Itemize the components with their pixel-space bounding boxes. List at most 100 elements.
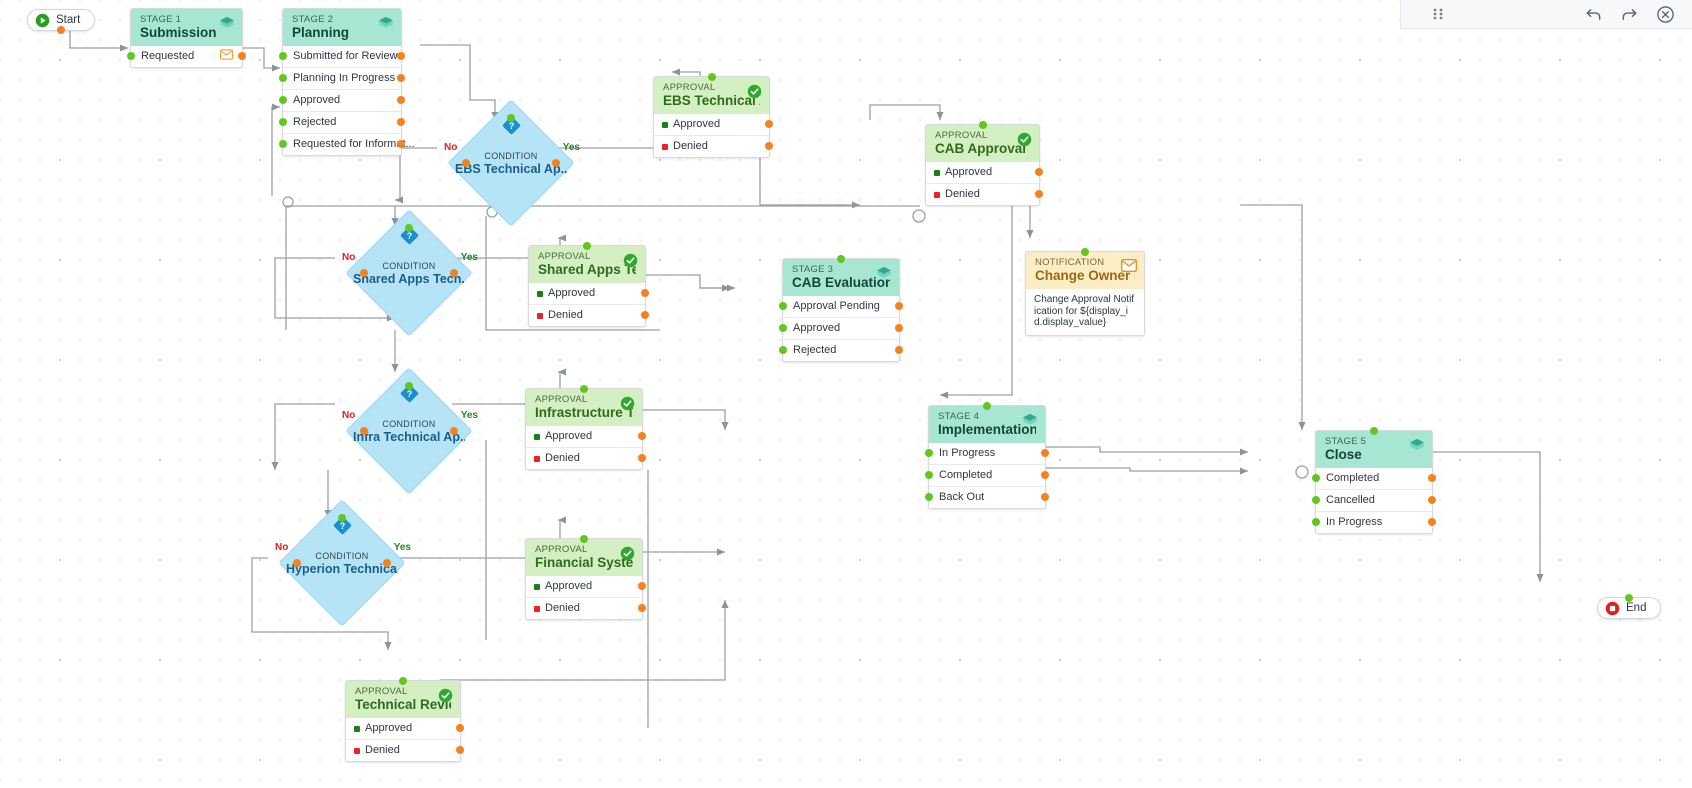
in-port[interactable] [1370,427,1378,435]
row-requested-for-information[interactable]: Requested for Informat... [279,133,415,155]
undo-icon[interactable] [1578,0,1608,29]
in-port[interactable] [127,52,135,60]
row-approved[interactable]: Approved [926,162,1043,183]
in-port[interactable] [1312,496,1320,504]
node-stage-3-cab-evaluation[interactable]: STAGE 3 CAB Evaluation Approval Pending … [779,255,903,362]
out-port[interactable] [765,142,773,150]
out-port-no[interactable] [360,427,368,435]
row-requested[interactable]: Requested [127,46,246,67]
out-port-no[interactable] [462,159,470,167]
node-stage-4-implementation[interactable]: STAGE 4 Implementation In Progress Compl… [925,402,1049,509]
node-approval-technical-review[interactable]: APPROVAL Technical Review ... Approved D… [345,677,464,762]
start-out-port[interactable] [57,26,66,34]
out-port[interactable] [1041,449,1049,457]
in-port[interactable] [405,382,413,390]
start-node[interactable]: Start [27,9,96,34]
out-port-no[interactable] [293,559,301,567]
out-port-no[interactable] [360,269,368,277]
in-port[interactable] [837,255,845,263]
in-port[interactable] [279,118,287,126]
in-port[interactable] [279,96,287,104]
out-port[interactable] [456,724,464,732]
in-port[interactable] [707,73,716,81]
in-port[interactable] [925,449,933,457]
node-approval-financial-system[interactable]: APPROVAL Financial System ... Approved D… [525,535,646,620]
row-approval-pending[interactable]: Approval Pending [779,296,903,317]
node-stage-1-submission[interactable]: STAGE 1 Submission Requested [127,8,246,68]
row-completed[interactable]: Completed [1312,468,1436,489]
node-approval-ebs-technical[interactable]: APPROVAL EBS Technical Ap... Approved De… [653,73,773,158]
out-port[interactable] [638,432,646,440]
node-stage-2-planning[interactable]: STAGE 2 Planning Submitted for Review Pl… [279,8,415,156]
in-port[interactable] [399,677,407,685]
row-planning-in-progress[interactable]: Planning In Progress [279,67,405,89]
out-port[interactable] [895,302,903,310]
row-in-progress[interactable]: In Progress [925,443,1049,464]
out-port[interactable] [397,140,405,148]
out-port[interactable] [638,582,646,590]
node-approval-shared-apps[interactable]: APPROVAL Shared Apps Tech... Approved De… [528,242,649,327]
row-approved[interactable]: Approved [526,576,646,597]
row-back-out[interactable]: Back Out [925,486,1049,508]
row-rejected[interactable]: Rejected [779,339,903,361]
canvas-toolbar[interactable] [1400,0,1692,29]
out-port-yes[interactable] [450,269,458,277]
row-denied[interactable]: Denied [529,304,649,326]
out-port[interactable] [456,746,464,754]
row-denied[interactable]: Denied [346,739,464,761]
in-port[interactable] [978,121,987,129]
out-port[interactable] [1428,474,1436,482]
in-port[interactable] [1312,474,1320,482]
in-port[interactable] [338,514,346,522]
in-port[interactable] [580,385,588,393]
in-port[interactable] [279,52,287,60]
out-port[interactable] [641,289,649,297]
row-denied[interactable]: Denied [526,447,646,469]
node-notification-change-owner[interactable]: NOTIFICATION Change Owner No... Change A… [1025,248,1145,336]
row-rejected[interactable]: Rejected [279,111,405,133]
node-condition-shared-apps[interactable]: No Yes CONDITION Shared Apps Tech... ? [342,209,478,337]
in-port[interactable] [983,402,991,410]
out-port[interactable] [765,120,773,128]
out-port[interactable] [1428,496,1436,504]
out-port[interactable] [1428,518,1436,526]
row-in-progress[interactable]: In Progress [1312,511,1436,533]
row-approved[interactable]: Approved [279,89,405,111]
in-port[interactable] [583,242,591,250]
in-port[interactable] [779,302,787,310]
in-port[interactable] [779,324,787,332]
in-port[interactable] [507,114,515,122]
node-stage-5-close[interactable]: STAGE 5 Close Completed Cancelled [1312,427,1436,534]
node-condition-hyperion-technical[interactable]: No Yes CONDITION Hyperion Technica... ? [275,499,411,627]
out-port[interactable] [1035,190,1043,198]
row-denied[interactable]: Denied [926,183,1043,205]
out-port[interactable] [1041,471,1049,479]
out-port[interactable] [397,52,405,60]
node-condition-infra-technical[interactable]: No Yes CONDITION Infra Technical Ap... ? [342,367,478,495]
out-port-yes[interactable] [552,159,560,167]
in-port[interactable] [779,346,787,354]
out-port[interactable] [641,311,649,319]
in-port[interactable] [925,493,933,501]
end-in-port[interactable] [1625,594,1634,602]
out-port[interactable] [238,52,246,60]
row-denied[interactable]: Denied [654,135,773,157]
node-approval-infrastructure[interactable]: APPROVAL Infrastructure Tec... Approved … [525,385,646,470]
out-port[interactable] [638,454,646,462]
in-port[interactable] [279,74,287,82]
row-approved[interactable]: Approved [529,283,649,304]
row-approved[interactable]: Approved [526,426,646,447]
drag-handle-icon[interactable] [1423,0,1453,29]
row-approved[interactable]: Approved [654,114,773,135]
out-port[interactable] [1035,168,1043,176]
row-denied[interactable]: Denied [526,597,646,619]
row-approved[interactable]: Approved [779,317,903,339]
redo-icon[interactable] [1614,0,1644,29]
in-port[interactable] [580,535,588,543]
row-approved[interactable]: Approved [346,718,464,739]
end-node[interactable]: End [1597,594,1662,619]
in-port[interactable] [405,224,413,232]
out-port[interactable] [397,96,405,104]
in-port[interactable] [1081,248,1089,256]
